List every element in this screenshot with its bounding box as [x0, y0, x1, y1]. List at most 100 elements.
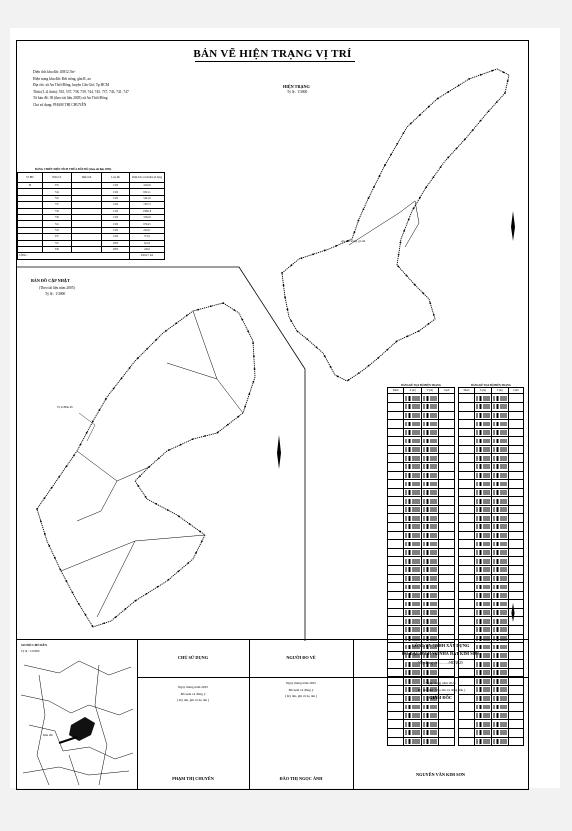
coord-cell: [420, 436, 440, 446]
coord-row: [458, 419, 525, 429]
coord-cell: [386, 573, 405, 584]
coord-row: [386, 710, 455, 721]
coord-cell: [507, 513, 525, 524]
survey-point: [386, 348, 389, 351]
survey-point: [377, 357, 380, 359]
coord-row: [458, 547, 525, 558]
survey-point: [155, 338, 158, 341]
coord-cell: [458, 719, 475, 729]
survey-point: [418, 196, 421, 199]
survey-point: [43, 532, 46, 535]
coord-cell: [386, 530, 405, 541]
coord-cell: [386, 444, 405, 455]
coord-cell: [473, 479, 492, 489]
survey-point: [134, 599, 137, 602]
info-owner: Chủ sử dụng: PHẠM THỊ CHUYÊN: [33, 102, 87, 107]
survey-point: [395, 340, 398, 343]
title-underline: [195, 61, 355, 62]
info-parcels: Thửa (L.đ, thửa): 535, 537, 738, 739, 74…: [33, 89, 129, 94]
survey-point: [233, 309, 236, 311]
survey-point: [502, 71, 505, 74]
coord-cell: [507, 710, 525, 721]
survey-point: [367, 197, 370, 199]
coord-cell: [473, 487, 492, 498]
coord-cell: [438, 513, 455, 524]
survey-point: [429, 302, 432, 305]
survey-point: [447, 91, 450, 93]
coord-cell: [420, 599, 440, 609]
survey-point: [167, 578, 170, 581]
coord-cell: [438, 556, 455, 566]
coord-cell: [490, 539, 509, 549]
coord-cell: [490, 736, 509, 747]
survey-point: [77, 602, 80, 605]
coord-cell: [438, 530, 455, 541]
coord-cell: [507, 496, 525, 506]
coord-cell: [438, 427, 455, 438]
coord-cell: [490, 410, 509, 421]
coord-cell: [420, 573, 440, 584]
coord-cell: [438, 702, 455, 712]
coord-cell: [420, 727, 440, 738]
survey-point: [187, 562, 190, 564]
survey-point: [402, 132, 405, 135]
survey-point: [409, 122, 412, 125]
coord-cell: [507, 590, 525, 601]
survey-point: [247, 330, 250, 333]
coord-row: [458, 727, 525, 738]
coord-cell: [507, 667, 525, 678]
coord-cell: [438, 564, 455, 575]
coord-cell: [386, 496, 405, 506]
survey-point: [417, 330, 420, 333]
survey-point: [373, 186, 375, 188]
coord2-col-point: Điểm: [458, 386, 475, 395]
coord-cell: [473, 427, 492, 438]
coord-row: [458, 436, 525, 446]
coord-cell: [473, 573, 492, 584]
coord-cell: [438, 496, 455, 506]
coord-cell: [458, 530, 475, 541]
coord-cell: [438, 607, 455, 618]
coord-cell: [490, 504, 509, 515]
coord-cell: [403, 530, 422, 541]
coord-cell: [490, 667, 509, 678]
coord-cell: [386, 667, 405, 678]
coord-row: [458, 462, 525, 472]
survey-point: [406, 335, 409, 338]
company-date: Ngày tháng năm 2025: [425, 681, 456, 685]
coord-cell: [403, 419, 422, 429]
coord-cell: [438, 573, 455, 584]
coord-cell: [473, 470, 492, 481]
coord-cell: [438, 719, 455, 729]
area-table-title: BẢNG CHIẾT DIỆN TÍCH THỬA ĐẤT ĐỒ (theo t…: [35, 168, 112, 171]
survey-point: [209, 305, 212, 308]
survey-point: [91, 420, 94, 423]
survey-point: [300, 257, 303, 260]
survey-point: [284, 296, 286, 299]
survey-point: [357, 372, 360, 375]
coord-cell: [458, 401, 475, 412]
area-table: BẢNG CHIẾT DIỆN TÍCH THỬA ĐẤT ĐỒ (theo t…: [17, 168, 165, 260]
survey-point: [455, 147, 458, 150]
survey-point: [59, 568, 62, 571]
surveyor-note1: Đã xem và đồng ý: [288, 688, 314, 692]
location-map-label: Khu đất: [43, 733, 53, 737]
coord-cell: [403, 625, 422, 635]
hien-trang-area-label: An, đất trống, gò nh: [341, 239, 366, 243]
coord-cell: [507, 607, 525, 618]
coord-cell: [403, 710, 422, 721]
hien-trang-scale: Tỷ lệ : 1/3000: [287, 90, 308, 94]
survey-point: [463, 138, 466, 141]
company-contract: Hợp đồng số: .........../HĐ/2025: [418, 661, 463, 665]
coord-cell: [438, 479, 455, 489]
coord-cell: [473, 607, 492, 618]
coord-cell: [458, 710, 475, 721]
coord-row: [458, 564, 525, 575]
coord-row: [386, 736, 455, 747]
coord-cell: [420, 393, 440, 403]
coord-row: [386, 470, 455, 481]
coord-row: [458, 393, 525, 403]
coord-cell: [473, 539, 492, 549]
coord-cell: [420, 719, 440, 729]
